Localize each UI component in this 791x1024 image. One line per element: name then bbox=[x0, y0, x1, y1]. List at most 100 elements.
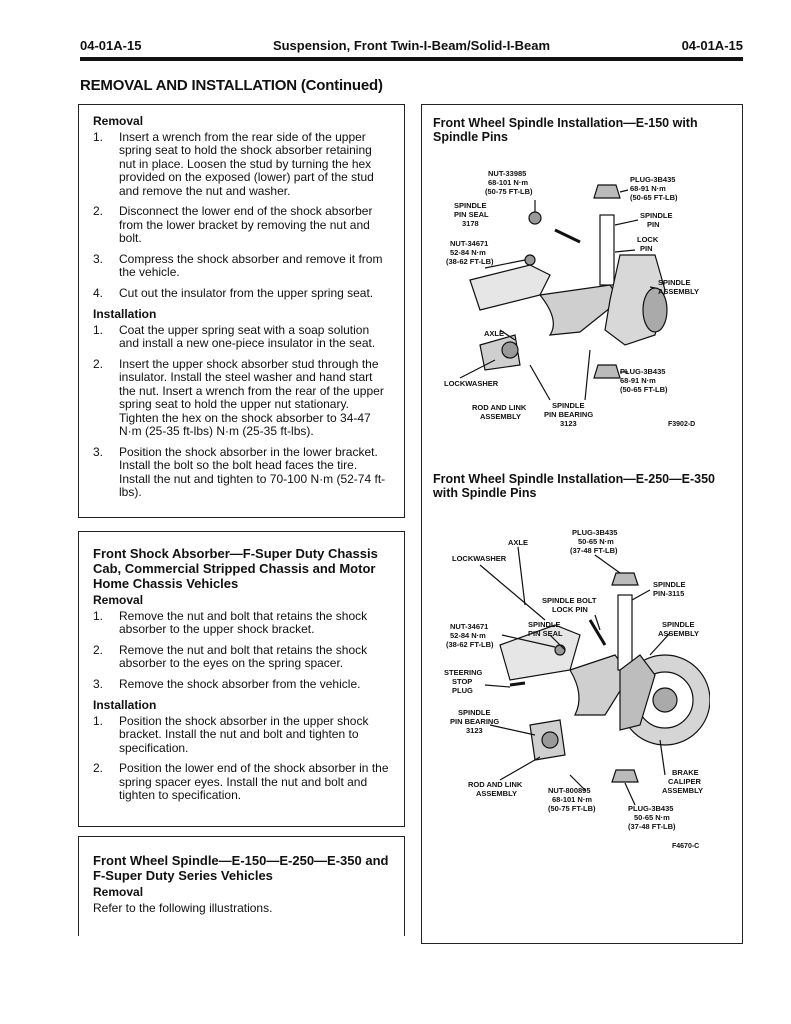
svg-text:ASSEMBLY: ASSEMBLY bbox=[658, 287, 699, 296]
shock-absorber-procedure-box: Removal 1.Insert a wrench from the rear … bbox=[78, 104, 405, 518]
svg-text:(38-62 FT-LB): (38-62 FT-LB) bbox=[446, 257, 494, 266]
svg-text:(37-48 FT-LB): (37-48 FT-LB) bbox=[570, 546, 618, 555]
installation-steps: 1.Coat the upper spring seat with a soap… bbox=[93, 322, 390, 500]
svg-text:NUT-34671: NUT-34671 bbox=[450, 239, 488, 248]
figure2-spindle-diagram: PLUG-3B435 50-65 N·m (37-48 FT-LB) AXLE … bbox=[444, 528, 710, 850]
svg-text:ASSEMBLY: ASSEMBLY bbox=[476, 789, 517, 798]
figures-box bbox=[421, 104, 743, 944]
list-item: 1.Position the shock absorber in the upp… bbox=[93, 713, 369, 755]
svg-text:PIN SEAL: PIN SEAL bbox=[528, 629, 563, 638]
list-item: 4.Cut out the insulator from the upper s… bbox=[93, 285, 374, 300]
section-title: REMOVAL AND INSTALLATION (Continued) bbox=[80, 77, 383, 94]
removal-steps: 1.Remove the nut and bolt that retains t… bbox=[93, 608, 390, 692]
page-number-right: 04-01A-15 bbox=[681, 38, 743, 53]
svg-text:CALIPER: CALIPER bbox=[668, 777, 702, 786]
svg-text:ROD AND LINK: ROD AND LINK bbox=[468, 780, 523, 789]
svg-text:SPINDLE: SPINDLE bbox=[640, 211, 673, 220]
installation-heading: Installation bbox=[93, 698, 157, 712]
svg-text:SPINDLE: SPINDLE bbox=[653, 580, 686, 589]
svg-text:PIN: PIN bbox=[640, 244, 653, 253]
svg-text:NUT-34671: NUT-34671 bbox=[450, 622, 488, 631]
svg-text:ASSEMBLY: ASSEMBLY bbox=[662, 786, 703, 795]
svg-text:68-101 N·m: 68-101 N·m bbox=[488, 178, 528, 187]
figure2-title: Front Wheel Spindle Installation—E-250—E… bbox=[433, 472, 715, 500]
header-rule bbox=[80, 57, 743, 61]
svg-text:LOCK PIN: LOCK PIN bbox=[552, 605, 588, 614]
svg-text:(50-65 FT-LB): (50-65 FT-LB) bbox=[630, 193, 678, 202]
svg-text:LOCKWASHER: LOCKWASHER bbox=[452, 554, 507, 563]
svg-text:AXLE: AXLE bbox=[484, 329, 504, 338]
svg-text:68-101 N·m: 68-101 N·m bbox=[552, 795, 592, 804]
list-item: 3.Compress the shock absorber and remove… bbox=[93, 251, 383, 279]
svg-text:SPINDLE: SPINDLE bbox=[658, 278, 691, 287]
list-item: 1.Insert a wrench from the rear side of … bbox=[93, 129, 374, 198]
installation-heading: Installation bbox=[93, 307, 157, 321]
svg-text:3123: 3123 bbox=[560, 419, 577, 428]
svg-text:F3902-D: F3902-D bbox=[668, 421, 695, 428]
svg-text:NUT-33985: NUT-33985 bbox=[488, 169, 526, 178]
removal-heading: Removal bbox=[93, 593, 144, 607]
svg-text:PLUG: PLUG bbox=[452, 686, 473, 695]
box-heading: Front Shock Absorber—F-Super Duty Chassi… bbox=[93, 546, 378, 591]
installation-steps: 1.Position the shock absorber in the upp… bbox=[93, 713, 390, 803]
svg-text:PLUG-3B435: PLUG-3B435 bbox=[572, 528, 617, 537]
svg-text:SPINDLE: SPINDLE bbox=[454, 201, 487, 210]
svg-text:ASSEMBLY: ASSEMBLY bbox=[480, 412, 521, 421]
svg-text:ASSEMBLY: ASSEMBLY bbox=[658, 629, 699, 638]
svg-text:52-84 N·m: 52-84 N·m bbox=[450, 248, 486, 257]
svg-text:SPINDLE: SPINDLE bbox=[458, 708, 491, 717]
svg-text:LOCK: LOCK bbox=[637, 235, 659, 244]
svg-text:PLUG-3B435: PLUG-3B435 bbox=[628, 804, 673, 813]
svg-text:PIN-3115: PIN-3115 bbox=[653, 589, 684, 598]
svg-text:SPINDLE: SPINDLE bbox=[552, 401, 585, 410]
svg-text:PIN BEARING: PIN BEARING bbox=[544, 410, 593, 419]
list-item: 1.Coat the upper spring seat with a soap… bbox=[93, 322, 376, 350]
svg-text:F4670-C: F4670-C bbox=[672, 843, 699, 850]
body-text: Refer to the following illustrations. bbox=[93, 900, 273, 915]
svg-text:PIN BEARING: PIN BEARING bbox=[450, 717, 499, 726]
svg-text:68-91 N·m: 68-91 N·m bbox=[620, 376, 656, 385]
list-item: 2.Remove the nut and bolt that retains t… bbox=[93, 642, 368, 670]
list-item: 2.Disconnect the lower end of the shock … bbox=[93, 204, 373, 245]
svg-text:SPINDLE: SPINDLE bbox=[528, 620, 561, 629]
svg-text:(50-65 FT-LB): (50-65 FT-LB) bbox=[620, 385, 668, 394]
svg-text:50-65 N·m: 50-65 N·m bbox=[578, 537, 614, 546]
list-item: 2.Position the lower end of the shock ab… bbox=[93, 761, 389, 802]
page-header: 04-01A-15 Suspension, Front Twin-I-Beam/… bbox=[80, 38, 743, 58]
figure1-spindle-diagram: NUT-33985 68-101 N·m (50-75 FT-LB) PLUG-… bbox=[444, 169, 699, 428]
svg-text:(50-75 FT-LB): (50-75 FT-LB) bbox=[485, 187, 533, 196]
figure1-title: Front Wheel Spindle Installation—E-150 w… bbox=[433, 116, 698, 144]
list-item: 2.Insert the upper shock absorber stud t… bbox=[93, 356, 384, 438]
svg-text:(50-75 FT-LB): (50-75 FT-LB) bbox=[548, 804, 596, 813]
svg-text:PIN SEAL: PIN SEAL bbox=[454, 210, 489, 219]
page-number-left: 04-01A-15 bbox=[80, 38, 142, 53]
svg-text:PLUG-3B435: PLUG-3B435 bbox=[630, 175, 675, 184]
svg-text:3123: 3123 bbox=[466, 726, 483, 735]
super-duty-shock-box: Front Shock Absorber—F-Super Duty Chassi… bbox=[78, 531, 405, 827]
removal-steps: 1.Insert a wrench from the rear side of … bbox=[93, 129, 390, 301]
box-heading: Front Wheel Spindle—E-150—E-250—E-350 an… bbox=[93, 853, 389, 883]
svg-text:3178: 3178 bbox=[462, 219, 479, 228]
running-title: Suspension, Front Twin-I-Beam/Solid-I-Be… bbox=[272, 38, 551, 53]
svg-text:SPINDLE BOLT: SPINDLE BOLT bbox=[542, 596, 597, 605]
svg-text:LOCKWASHER: LOCKWASHER bbox=[444, 379, 499, 388]
svg-text:ROD AND LINK: ROD AND LINK bbox=[472, 403, 527, 412]
svg-text:BRAKE: BRAKE bbox=[672, 768, 699, 777]
svg-text:52-84 N·m: 52-84 N·m bbox=[450, 631, 486, 640]
list-item: 3.Position the shock absorber in the low… bbox=[93, 444, 386, 499]
list-item: 1.Remove the nut and bolt that retains t… bbox=[93, 608, 368, 636]
svg-text:SPINDLE: SPINDLE bbox=[662, 620, 695, 629]
svg-text:NUT-800895: NUT-800895 bbox=[548, 786, 591, 795]
removal-heading: Removal bbox=[93, 885, 144, 899]
svg-text:50-65 N·m: 50-65 N·m bbox=[634, 813, 670, 822]
svg-text:68-91 N·m: 68-91 N·m bbox=[630, 184, 666, 193]
svg-text:AXLE: AXLE bbox=[508, 538, 528, 547]
svg-text:STOP: STOP bbox=[452, 677, 472, 686]
list-item: 3.Remove the shock absorber from the veh… bbox=[93, 676, 361, 691]
svg-text:STEERING: STEERING bbox=[444, 668, 483, 677]
svg-text:PLUG-3B435: PLUG-3B435 bbox=[620, 367, 665, 376]
removal-heading: Removal bbox=[93, 114, 144, 128]
svg-text:(37-48 FT-LB): (37-48 FT-LB) bbox=[628, 822, 676, 831]
svg-text:PIN: PIN bbox=[647, 220, 660, 229]
spindle-box: Front Wheel Spindle—E-150—E-250—E-350 an… bbox=[78, 836, 405, 936]
